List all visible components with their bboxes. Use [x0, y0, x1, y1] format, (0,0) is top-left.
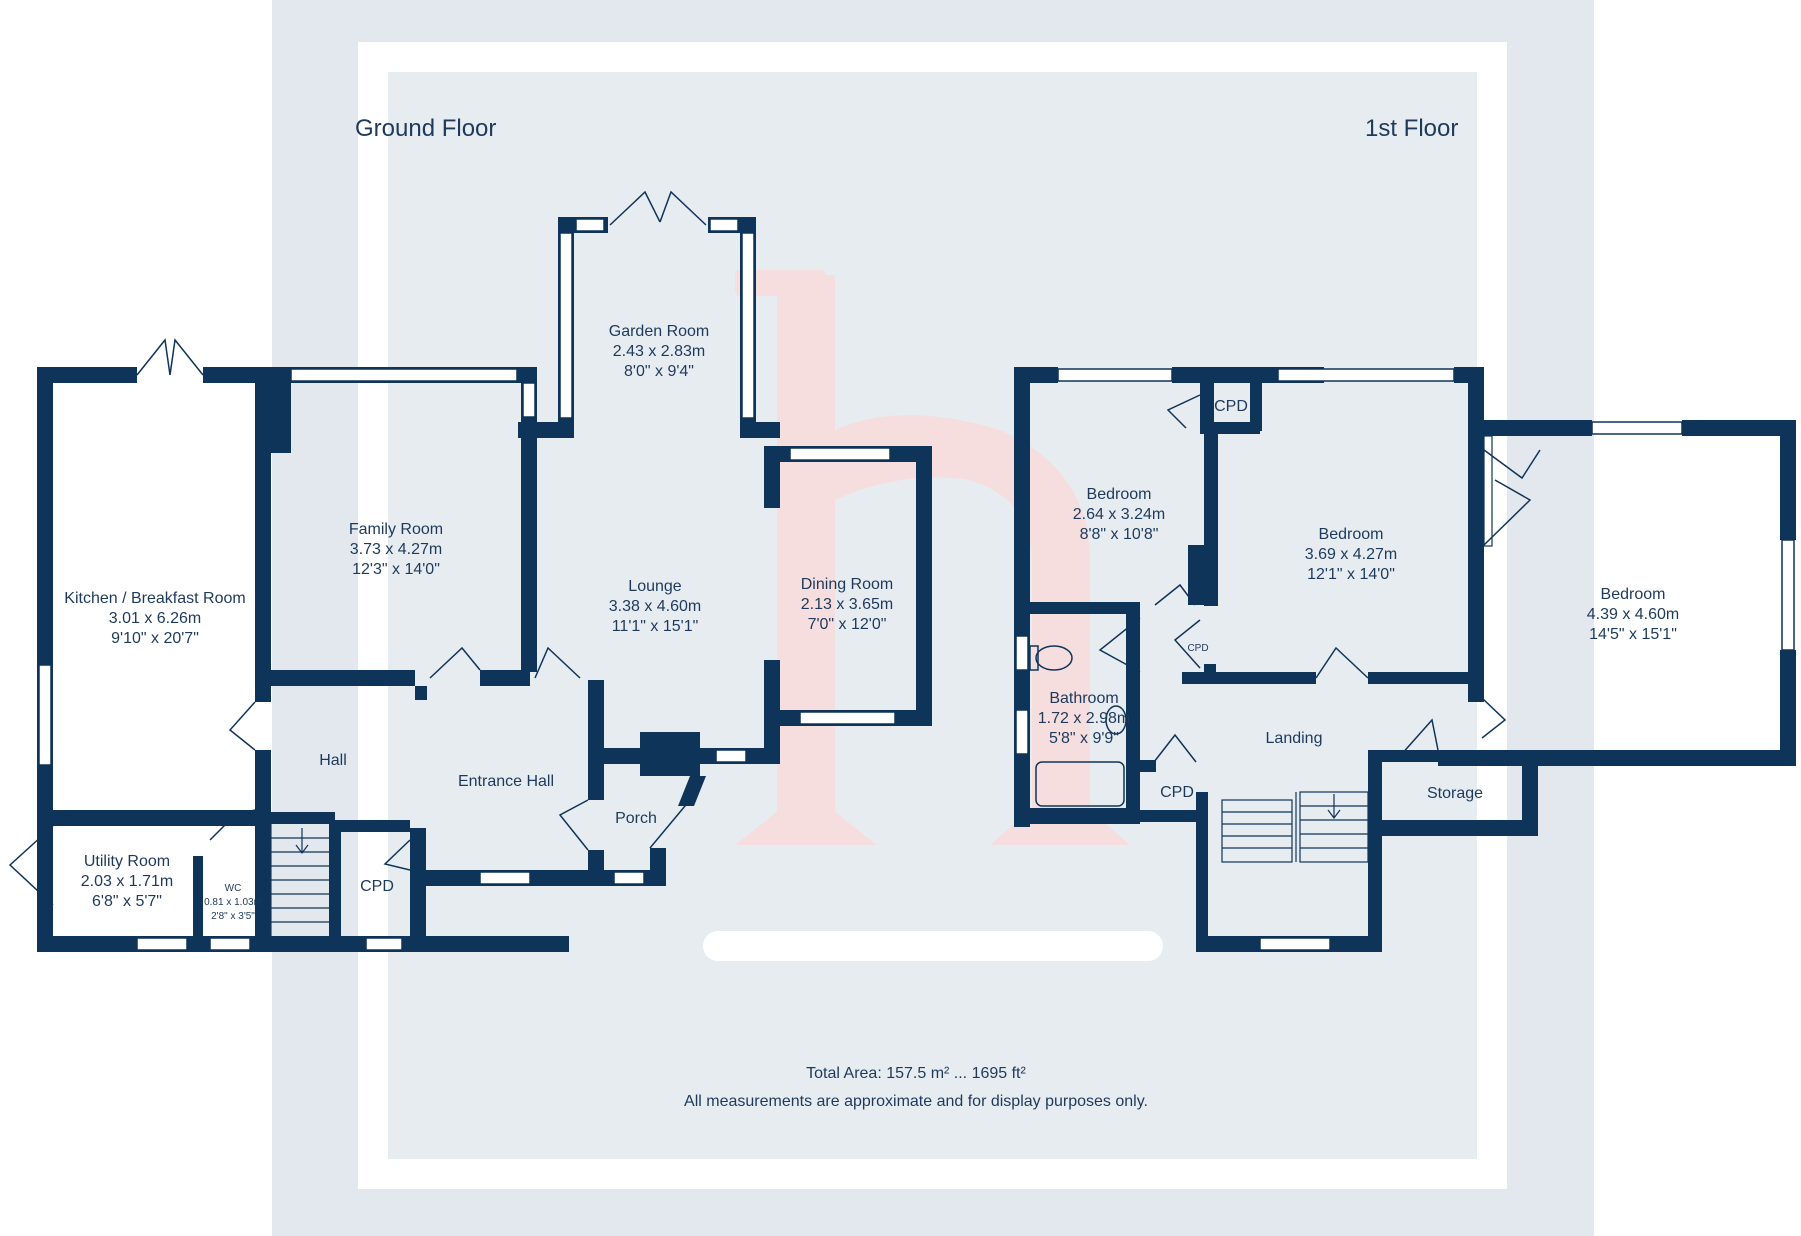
bathroom-imperial: 5'8" x 9'9" [1049, 730, 1119, 747]
bed1-imperial: 8'8" x 10'8" [1080, 526, 1159, 543]
porch-name: Porch [615, 810, 657, 827]
kitchen-metric: 3.01 x 6.26m [109, 610, 202, 627]
bed3-name: Bedroom [1601, 586, 1666, 603]
entrance-hall-name: Entrance Hall [458, 773, 554, 790]
disclaimer: All measurements are approximate and for… [684, 1093, 1148, 1110]
dining-metric: 2.13 x 3.65m [801, 596, 894, 613]
cpd-small-name: CPD [1187, 643, 1208, 654]
stair-arrow-down-icon [295, 828, 309, 854]
bathroom-metric: 1.72 x 2.98m [1038, 710, 1131, 727]
first-floor-windows [1015, 368, 1795, 951]
kitchen-imperial: 9'10" x 20'7" [111, 630, 199, 647]
utility-metric: 2.03 x 1.71m [81, 873, 174, 890]
utility-name: Utility Room [84, 853, 170, 870]
ground-floor-windows [38, 218, 896, 951]
storage-name: Storage [1427, 785, 1483, 802]
dining-name: Dining Room [801, 576, 893, 593]
bed3-imperial: 14'5" x 15'1" [1589, 626, 1677, 643]
bed2-name: Bedroom [1319, 526, 1384, 543]
lounge-imperial: 11'1" x 15'1" [612, 618, 699, 635]
wc-imperial: 2'8" x 3'5" [211, 911, 255, 922]
stair-arrow-down-icon [1327, 794, 1341, 819]
room-labels: Kitchen / Breakfast Room 3.01 x 6.26m 9'… [64, 323, 1679, 922]
lounge-metric: 3.38 x 4.60m [609, 598, 702, 615]
family-metric: 3.73 x 4.27m [350, 541, 443, 558]
ground-floor-heading: Ground Floor [355, 115, 496, 142]
garden-name: Garden Room [609, 323, 710, 340]
landing-name: Landing [1266, 730, 1323, 747]
first-floor-heading: 1st Floor [1365, 115, 1458, 142]
garden-metric: 2.43 x 2.83m [613, 343, 706, 360]
first-floor-walls [1014, 367, 1796, 952]
first-floor-staircase [1221, 791, 1369, 863]
bed2-metric: 3.69 x 4.27m [1305, 546, 1398, 563]
wc-metric: 0.81 x 1.03m [204, 897, 262, 908]
inner-panel [388, 72, 1477, 1159]
first-floor-doors [1029, 394, 1541, 807]
hall-name: Hall [319, 752, 347, 769]
garden-imperial: 8'0" x 9'4" [624, 363, 694, 380]
kitchen-name: Kitchen / Breakfast Room [64, 590, 245, 607]
wc-name: WC [225, 883, 242, 894]
scale-bar [703, 931, 1163, 961]
utility-imperial: 6'8" x 5'7" [92, 893, 162, 910]
cpd-top-name: CPD [1214, 398, 1248, 415]
family-imperial: 12'3" x 14'0" [352, 561, 440, 578]
family-name: Family Room [349, 521, 443, 538]
dining-imperial: 7'0" x 12'0" [808, 616, 887, 633]
ground-floor-doors [8, 190, 707, 906]
total-area: Total Area: 157.5 m² ... 1695 ft² [806, 1065, 1026, 1082]
bed3-metric: 4.39 x 4.60m [1587, 606, 1680, 623]
cpd-landing-name: CPD [1160, 784, 1194, 801]
cpd-ground-name: CPD [360, 878, 394, 895]
bed1-name: Bedroom [1087, 486, 1152, 503]
ground-staircase [270, 824, 329, 936]
bed1-metric: 2.64 x 3.24m [1073, 506, 1166, 523]
bed2-imperial: 12'1" x 14'0" [1307, 566, 1395, 583]
lounge-name: Lounge [628, 578, 681, 595]
bathroom-name: Bathroom [1049, 690, 1118, 707]
